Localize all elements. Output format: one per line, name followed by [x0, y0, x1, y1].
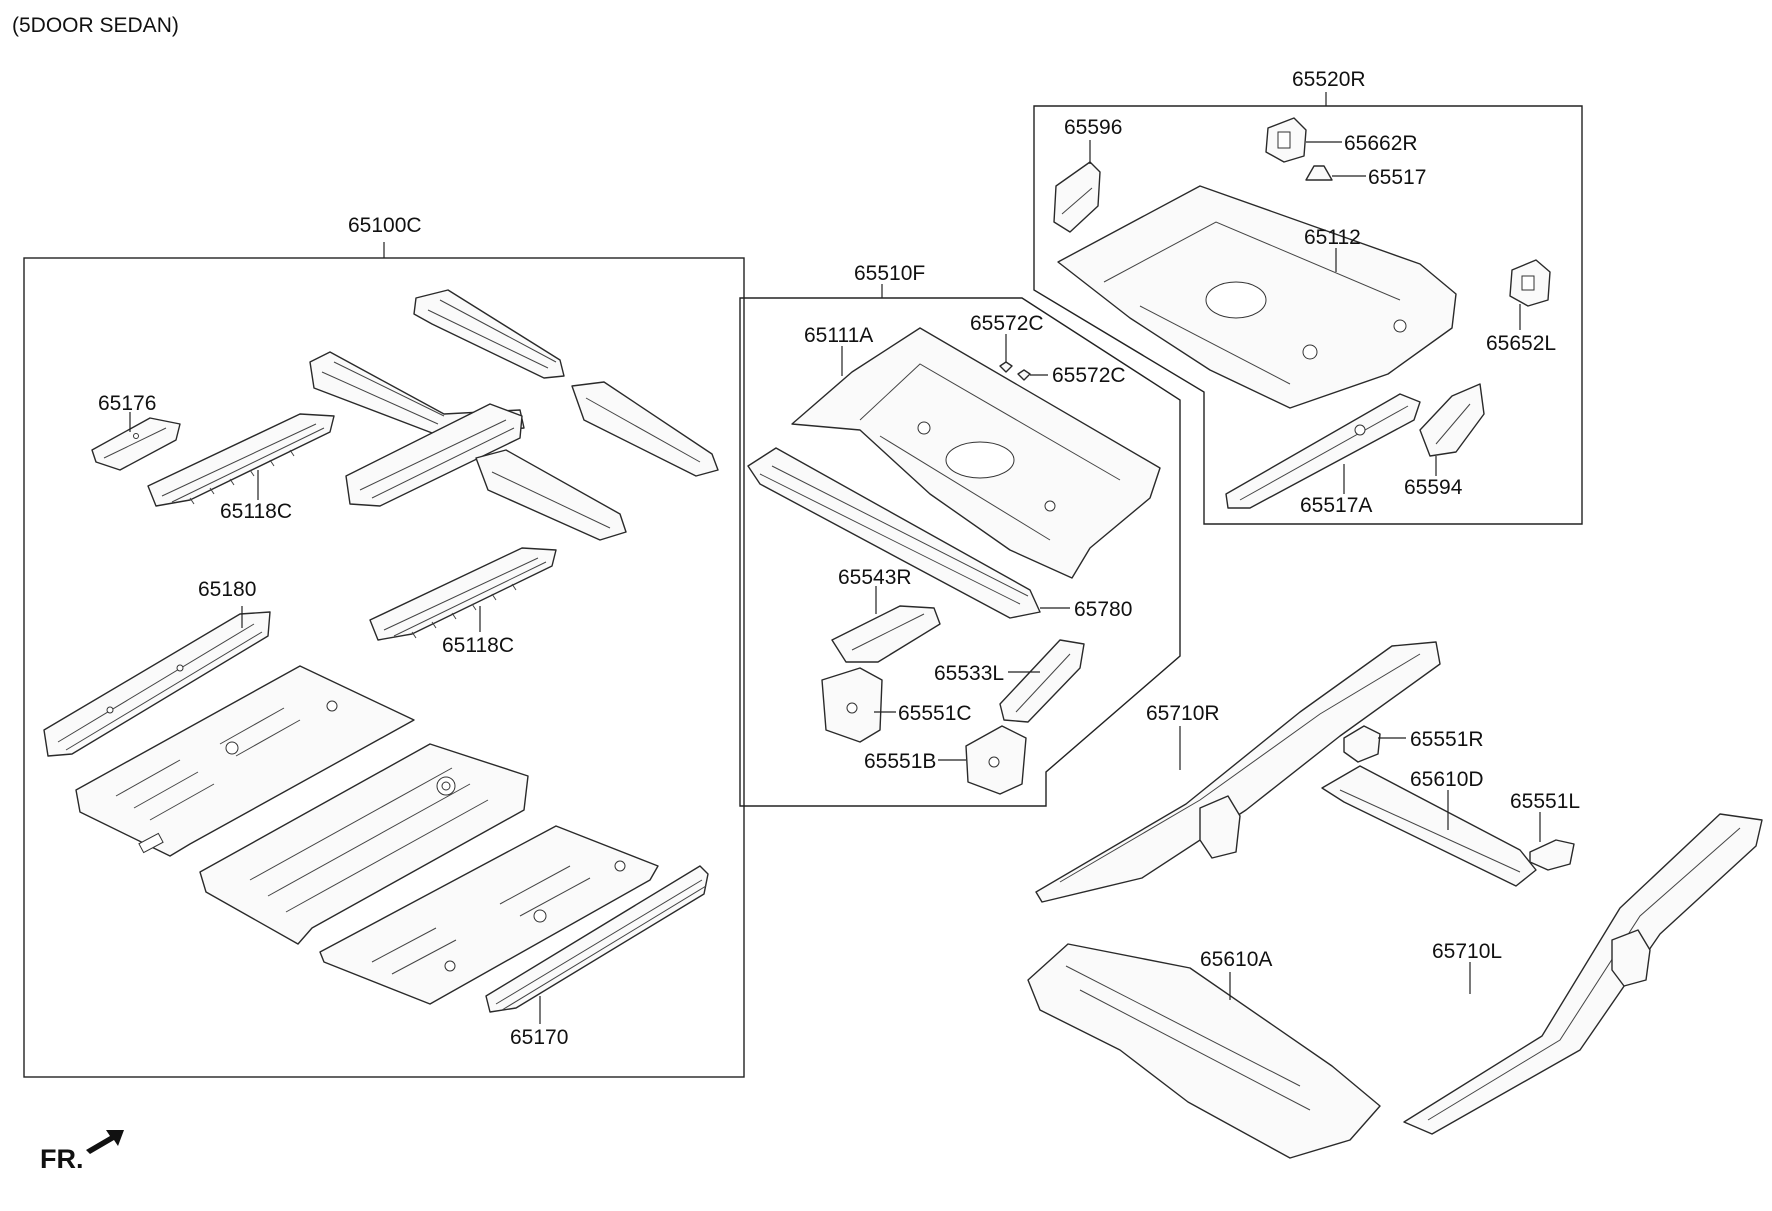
part-65543R-shape[interactable]	[831, 605, 941, 663]
group-65510F-label[interactable]: 65510F	[854, 262, 925, 285]
part-65170-shape[interactable]	[485, 865, 709, 1013]
part-65517A-label[interactable]: 65517A	[1300, 494, 1372, 517]
group-65100C-label[interactable]: 65100C	[348, 214, 422, 237]
part-65533L-shape[interactable]	[999, 639, 1085, 723]
part-65610D-label[interactable]: 65610D	[1410, 768, 1484, 791]
part-65610A-shape[interactable]	[1027, 943, 1381, 1159]
part-65111A-label[interactable]: 65111A	[804, 324, 873, 347]
part-65710R-label[interactable]: 65710R	[1146, 702, 1220, 725]
part-65572C-clips[interactable]	[999, 361, 1031, 381]
part-65111A-shape[interactable]	[791, 327, 1161, 579]
part-65551B-shape[interactable]	[965, 725, 1027, 795]
part-65517-shape[interactable]	[1305, 165, 1333, 181]
part-65112-label[interactable]: 65112	[1304, 226, 1361, 249]
part-65610D-shape[interactable]	[1321, 765, 1537, 887]
part-65176-shape[interactable]	[91, 417, 181, 471]
part-65780-label[interactable]: 65780	[1074, 598, 1132, 621]
group-65100C: 65100C 65176 65118C	[23, 214, 745, 1078]
part-65533L-label[interactable]: 65533L	[934, 662, 1004, 685]
part-65662R-shape[interactable]	[1265, 117, 1307, 163]
part-65551L-shape[interactable]	[1529, 839, 1575, 871]
part-crossmember-cluster[interactable]	[309, 289, 719, 541]
group-65510F-frame	[739, 297, 1181, 807]
part-65594-label[interactable]: 65594	[1404, 476, 1463, 499]
part-65596-label[interactable]: 65596	[1064, 116, 1122, 139]
part-65118C-upper-shape[interactable]	[147, 413, 335, 507]
part-floor-center-tunnel-shape[interactable]	[199, 743, 529, 945]
part-65551C-shape[interactable]	[821, 667, 883, 743]
part-floor-pan-front-shape[interactable]	[75, 665, 415, 857]
group-65520R-label[interactable]: 65520R	[1292, 68, 1366, 91]
part-65517A-shape[interactable]	[1225, 393, 1421, 509]
model-note: (5DOOR SEDAN)	[12, 14, 179, 37]
part-65118C-lower-label[interactable]: 65118C	[442, 634, 514, 657]
part-65180-label[interactable]: 65180	[198, 578, 256, 601]
part-65543R-label[interactable]: 65543R	[838, 566, 912, 589]
part-65594-shape[interactable]	[1419, 383, 1485, 457]
front-arrow-icon	[86, 1130, 124, 1154]
front-label: FR.	[40, 1144, 84, 1174]
front-direction-indicator: FR.	[40, 1130, 124, 1174]
part-65780-shape[interactable]	[747, 447, 1041, 619]
part-65170-label[interactable]: 65170	[510, 1026, 568, 1049]
part-65710L-shape[interactable]	[1403, 813, 1763, 1135]
part-65710L-label[interactable]: 65710L	[1432, 940, 1502, 963]
part-65572C-lower-label[interactable]: 65572C	[1052, 364, 1126, 387]
part-65176-label[interactable]: 65176	[98, 392, 156, 415]
part-65710R-shape[interactable]	[1035, 641, 1441, 903]
part-65180-shape[interactable]	[43, 611, 271, 757]
part-65596-shape[interactable]	[1053, 161, 1101, 233]
part-65517-label[interactable]: 65517	[1368, 166, 1426, 189]
part-65118C-lower-shape[interactable]	[369, 547, 557, 641]
part-floor-pan-rear-shape[interactable]	[319, 825, 659, 1005]
part-65652L-label[interactable]: 65652L	[1486, 332, 1556, 355]
part-65551L-label[interactable]: 65551L	[1510, 790, 1580, 813]
part-65610A-label[interactable]: 65610A	[1200, 948, 1272, 971]
group-65520R-frame	[1033, 105, 1583, 525]
part-65551R-shape[interactable]	[1343, 725, 1381, 763]
part-65551R-label[interactable]: 65551R	[1410, 728, 1484, 751]
part-65551C-label[interactable]: 65551C	[898, 702, 972, 725]
group-65510F: 65510F 65111A 65572C 65572C 65780	[739, 262, 1181, 807]
part-65118C-upper-label[interactable]: 65118C	[220, 500, 292, 523]
part-65112-shape[interactable]	[1057, 185, 1457, 409]
part-65652L-shape[interactable]	[1509, 259, 1551, 307]
group-65520R: 65520R 65596 65662R 65517 65112	[1033, 68, 1583, 525]
part-65662R-label[interactable]: 65662R	[1344, 132, 1418, 155]
part-65551B-label[interactable]: 65551B	[864, 750, 936, 773]
part-65572C-upper-label[interactable]: 65572C	[970, 312, 1044, 335]
